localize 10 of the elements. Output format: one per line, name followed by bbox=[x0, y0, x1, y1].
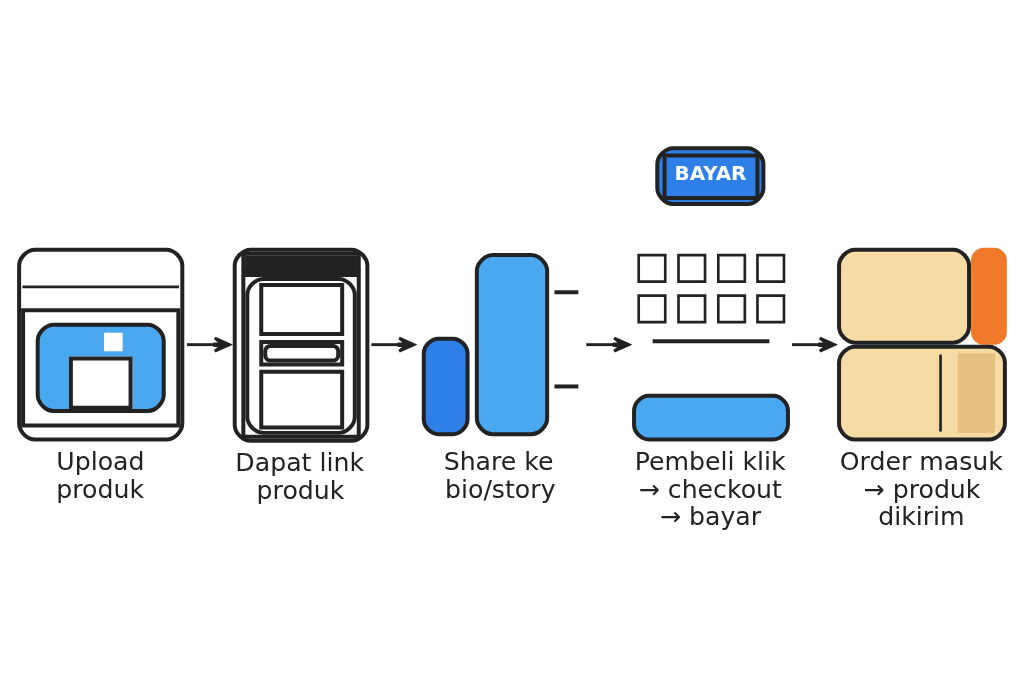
node-label: Dapat link produk bbox=[235, 447, 365, 505]
node-label: Pembeli klik → checkout → bayar bbox=[634, 446, 786, 531]
arrow bbox=[791, 336, 836, 353]
node-label: Order masuk → produk dikirim bbox=[839, 446, 1003, 531]
arrow bbox=[586, 336, 631, 353]
arrow bbox=[186, 336, 231, 353]
arrow bbox=[371, 336, 416, 353]
label: BAYAR bbox=[674, 161, 747, 185]
node-label: Share ke bio/story bbox=[443, 446, 556, 503]
node-label: Upload produk bbox=[56, 446, 145, 503]
